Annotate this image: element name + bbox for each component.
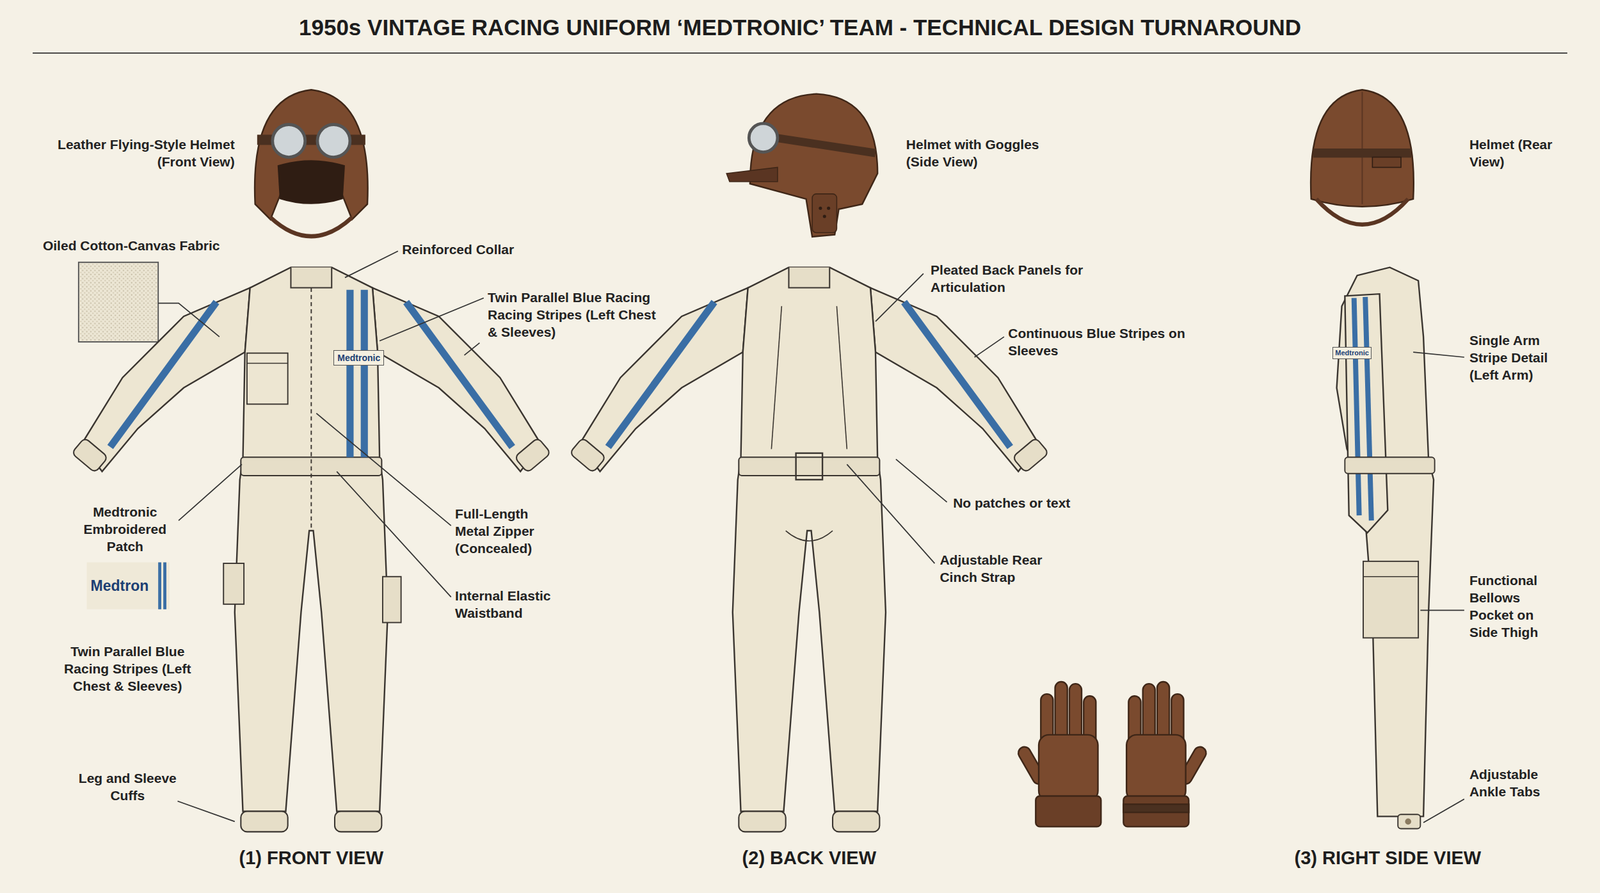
callout-label: No patches or text [952,494,1106,512]
patch-box: Medtron [87,562,159,610]
view-label: (3) RIGHT SIDE VIEW [1239,846,1536,869]
leader-lines [158,250,1465,823]
callout-label: Adjustable Rear Cinch Strap [939,551,1067,586]
callout-label: Reinforced Collar [401,240,555,258]
helmet-front [254,89,368,237]
callout-label: Helmet with Goggles (Side View) [906,135,1070,171]
fabric-swatch [78,262,159,342]
patch-text: Medtron [90,577,150,594]
callout-label: Leg and Sleeve Cuffs [76,769,179,804]
callout-label: Continuous Blue Stripes on Sleeves [1008,324,1192,360]
patch-text: Medtronic [337,352,381,363]
suit-back [569,267,1049,832]
helmet-side [726,94,878,237]
callout-label: Leather Flying-Style Helmet (Front View) [15,135,235,171]
callout-label: Medtronic Embroidered Patch [76,503,174,555]
callout-label: Helmet (Rear View) [1469,135,1567,171]
callout-label: Twin Parallel Blue Racing Racing Stripes… [487,288,667,341]
patch-text: Medtronic [1335,348,1369,358]
patch-box: Medtronic [1332,346,1372,360]
helmet-rear [1310,89,1414,224]
view-label: (2) BACK VIEW [686,846,932,869]
patch-box: Medtronic [333,350,384,366]
callout-label: Functional Bellows Pocket on Side Thigh [1469,571,1560,641]
patch-ground [87,561,170,609]
gloves [1016,681,1209,827]
callout-label: Full-Length Metal Zipper (Concealed) [455,504,557,557]
callout-label: Adjustable Ankle Tabs [1469,765,1560,800]
title: 1950s VINTAGE RACING UNIFORM ‘MEDTRONIC’… [0,14,1600,41]
callout-label: Single Arm Stripe Detail (Left Arm) [1469,331,1577,384]
callout-label: Oiled Cotton-Canvas Fabric [42,236,278,255]
callout-label: Twin Parallel Blue Racing Stripes (Left … [51,642,205,695]
callout-label: Pleated Back Panels for Articulation [930,261,1084,296]
callout-label: Internal Elastic Waistband [455,586,586,622]
view-label: (1) FRONT VIEW [188,846,434,869]
